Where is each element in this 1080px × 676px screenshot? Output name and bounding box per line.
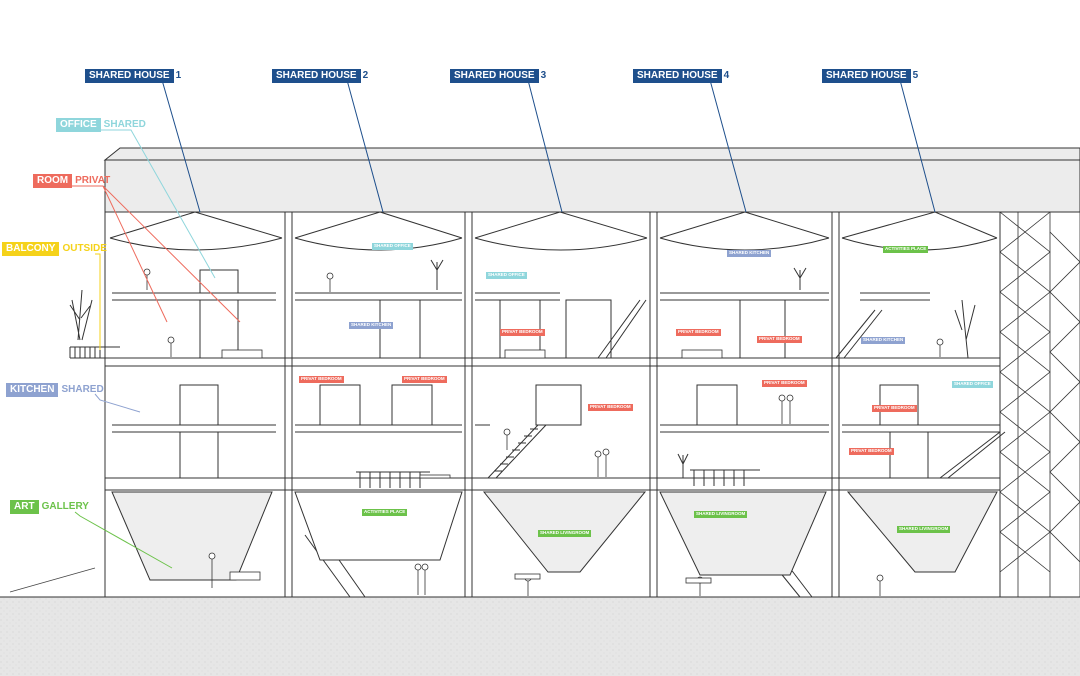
- room-tag-privat-bedroom: PRIVAT BEDROOM: [402, 376, 447, 383]
- house-number: 3: [540, 70, 547, 81]
- room-tag-shared-office: SHARED OFFICE: [486, 272, 527, 279]
- house-label-box: SHARED HOUSE: [450, 69, 539, 83]
- legend-art-text: GALLERY: [41, 501, 89, 512]
- room-tag-privat-bedroom: PRIVAT BEDROOM: [500, 329, 545, 336]
- legend-balcony-text: OUTSIDE: [62, 243, 107, 254]
- legend-office-text: SHARED: [103, 119, 146, 130]
- legend-art: ART GALLERY: [10, 500, 89, 514]
- legend-balcony-box: BALCONY: [2, 242, 60, 256]
- legend-kitchen-text: SHARED: [61, 384, 104, 395]
- room-tag-privat-bedroom: PRIVAT BEDROOM: [872, 405, 917, 412]
- house-number: 5: [912, 70, 919, 81]
- furniture: [221, 349, 723, 584]
- house-label-2: SHARED HOUSE 2: [272, 69, 368, 83]
- room-tag-activities-place: ACTIVITIES PLACE: [362, 509, 408, 516]
- room-tag-shared-livingroom: SHARED LIVINGROOM: [694, 511, 748, 518]
- scaffold-tower: [999, 211, 1080, 598]
- legend-kitchen-box: KITCHEN: [6, 383, 59, 397]
- legend-room-box: ROOM: [33, 174, 73, 188]
- legend-room: ROOM PRIVAT: [33, 174, 110, 188]
- room-tag-shared-kitchen: SHARED KITCHEN: [727, 250, 772, 257]
- roof-slab: [103, 147, 1080, 213]
- legend-kitchen: KITCHEN SHARED: [6, 383, 104, 397]
- house-label-5: SHARED HOUSE 5: [822, 69, 918, 83]
- room-tag-shared-kitchen: SHARED KITCHEN: [861, 337, 906, 344]
- house-label-box: SHARED HOUSE: [85, 69, 174, 83]
- room-tag-shared-livingroom: SHARED LIVINGROOM: [538, 530, 592, 537]
- room-tag-shared-livingroom: SHARED LIVINGROOM: [897, 526, 951, 533]
- house-label-box: SHARED HOUSE: [272, 69, 361, 83]
- house-label-4: SHARED HOUSE 4: [633, 69, 729, 83]
- legend-office: OFFICE SHARED: [56, 118, 146, 132]
- legend-room-text: PRIVAT: [75, 175, 111, 186]
- room-tag-activities-place: ACTIVITIES PLACE: [883, 246, 929, 253]
- house-label-box: SHARED HOUSE: [822, 69, 911, 83]
- house-label-1: SHARED HOUSE 1: [85, 69, 181, 83]
- house-label-box: SHARED HOUSE: [633, 69, 722, 83]
- room-tag-privat-bedroom: PRIVAT BEDROOM: [676, 329, 721, 336]
- ground-fill: [0, 597, 1080, 676]
- house-number: 1: [175, 70, 182, 81]
- house-number: 2: [362, 70, 369, 81]
- house-label-3: SHARED HOUSE 3: [450, 69, 546, 83]
- house-number: 4: [723, 70, 730, 81]
- house-units: [69, 211, 1006, 598]
- room-tag-shared-kitchen: SHARED KITCHEN: [349, 322, 394, 329]
- room-tag-privat-bedroom: PRIVAT BEDROOM: [299, 376, 344, 383]
- room-tag-privat-bedroom: PRIVAT BEDROOM: [588, 404, 633, 411]
- legend-balcony: BALCONY OUTSIDE: [2, 242, 107, 256]
- legend-office-box: OFFICE: [56, 118, 101, 132]
- room-tag-privat-bedroom: PRIVAT BEDROOM: [762, 380, 807, 387]
- room-tag-privat-bedroom: PRIVAT BEDROOM: [849, 448, 894, 455]
- room-tag-shared-office: SHARED OFFICE: [952, 381, 993, 388]
- legend-art-box: ART: [10, 500, 39, 514]
- room-tag-shared-office: SHARED OFFICE: [372, 243, 413, 250]
- room-tag-privat-bedroom: PRIVAT BEDROOM: [757, 336, 802, 343]
